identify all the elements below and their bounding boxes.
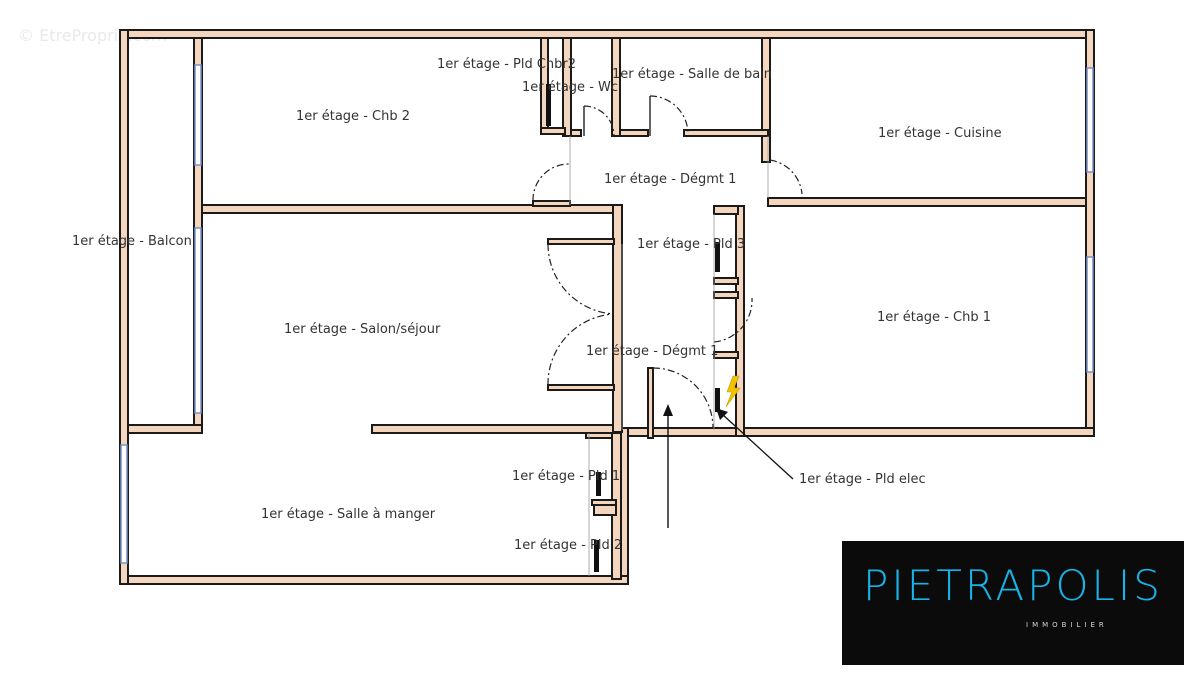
- windows: [120, 64, 1094, 564]
- room-label-salle-de-bain: 1er étage - Salle de bain: [612, 67, 772, 82]
- room-label-pld-elec: 1er étage - Pld elec: [799, 472, 926, 487]
- pietrapolis-logo: PIETRAPOLIS IMMOBILIER: [842, 541, 1184, 665]
- interior-walls: [127, 37, 1087, 580]
- room-label-chb1: 1er étage - Chb 1: [877, 310, 991, 325]
- room-label-chb2: 1er étage - Chb 2: [296, 109, 410, 124]
- entrance-arrow-icon: [663, 404, 673, 528]
- room-label-pld-chbr2: 1er étage - Pld Chbr2: [437, 57, 576, 72]
- room-label-salon: 1er étage - Salon/séjour: [284, 322, 441, 337]
- room-label-salle-a-manger: 1er étage - Salle à manger: [261, 507, 436, 522]
- room-label-pld1: 1er étage - Pld 1: [512, 469, 620, 484]
- lightning-bolt-icon: [725, 375, 741, 408]
- closets: [546, 84, 720, 572]
- room-label-degmt1-top: 1er étage - Dégmt 1: [604, 172, 736, 187]
- room-label-wc: 1er étage - Wc: [522, 80, 618, 95]
- pld-elec-pointer: [716, 408, 794, 480]
- room-label-cuisine: 1er étage - Cuisine: [878, 126, 1002, 141]
- room-label-degmt1-bottom: 1er étage - Dégmt 1: [586, 344, 718, 359]
- logo-name: PIETRAPOLIS: [863, 561, 1163, 610]
- thresholds: [569, 136, 769, 576]
- room-label-balcon: 1er étage - Balcon: [72, 234, 192, 249]
- logo-subtitle: IMMOBILIER: [1026, 621, 1108, 629]
- room-label-pld2: 1er étage - Pld 2: [514, 538, 622, 553]
- doors: [532, 95, 803, 429]
- room-labels: 1er étage - Pld Chbr2 1er étage - Wc 1er…: [72, 57, 1002, 553]
- room-label-pld3: 1er étage - Pld 3: [637, 237, 745, 252]
